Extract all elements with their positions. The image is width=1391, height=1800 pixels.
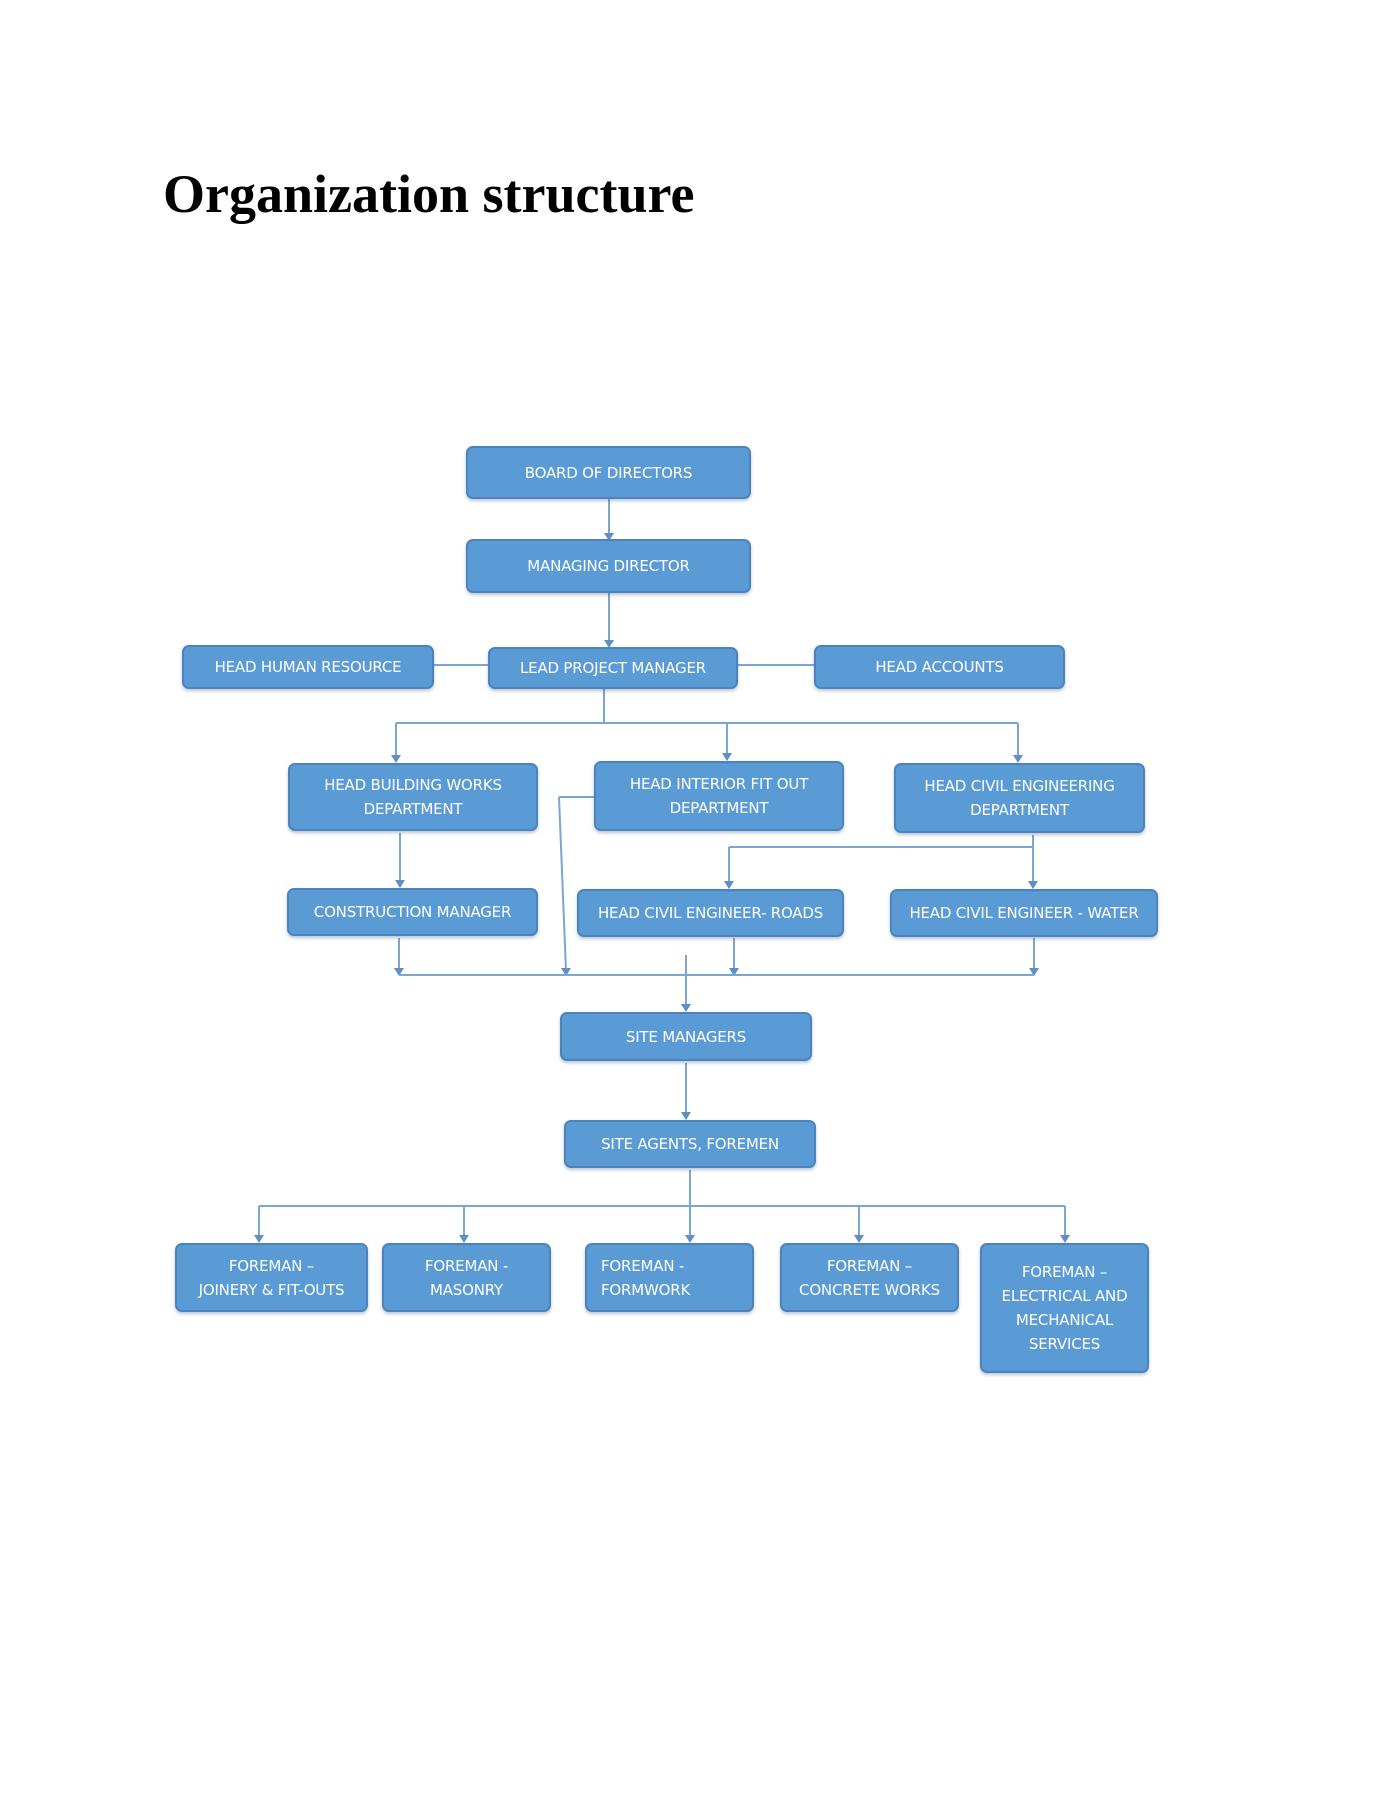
arrow-roads-bus [729, 968, 739, 976]
arrow-to-sm [681, 1004, 691, 1012]
arrow-interior-bus [561, 968, 571, 976]
node-foreman-formwork: FOREMAN - FORMWORK [585, 1243, 754, 1312]
arrow-to-lpm [604, 640, 614, 648]
node-foreman-joinery: FOREMAN – JOINERY & FIT-OUTS [175, 1243, 368, 1312]
arrow-to-water [1028, 881, 1038, 889]
node-board-of-directors: BOARD OF DIRECTORS [466, 446, 751, 499]
node-foreman-masonry: FOREMAN - MASONRY [382, 1243, 551, 1312]
arrow-to-concrete [854, 1235, 864, 1243]
node-head-building-works: HEAD BUILDING WORKS DEPARTMENT [288, 763, 538, 831]
node-foreman-electrical: FOREMAN – ELECTRICAL AND MECHANICAL SERV… [980, 1243, 1149, 1373]
node-lead-project-manager: LEAD PROJECT MANAGER [488, 647, 738, 689]
node-head-interior-fit-out: HEAD INTERIOR FIT OUT DEPARTMENT [594, 761, 844, 831]
node-construction-manager: CONSTRUCTION MANAGER [287, 888, 538, 936]
arrow-cm-bus [394, 968, 404, 976]
node-site-agents-foremen: SITE AGENTS, FOREMEN [564, 1120, 816, 1168]
arrow-water-bus [1029, 968, 1039, 976]
arrow-to-joinery [254, 1235, 264, 1243]
arrow-to-sa [681, 1112, 691, 1120]
page-title: Organization structure [163, 164, 695, 224]
node-head-civil-engineer-water: HEAD CIVIL ENGINEER - WATER [890, 889, 1158, 937]
arrow-to-roads [724, 881, 734, 889]
arrow-to-formwork [685, 1235, 695, 1243]
node-foreman-concrete: FOREMAN – CONCRETE WORKS [780, 1243, 959, 1312]
arrow-to-masonry [459, 1235, 469, 1243]
node-head-civil-engineer-roads: HEAD CIVIL ENGINEER- ROADS [577, 889, 844, 937]
node-head-civil-engineering: HEAD CIVIL ENGINEERING DEPARTMENT [894, 763, 1145, 833]
node-managing-director: MANAGING DIRECTOR [466, 539, 751, 593]
arrow-to-md [604, 533, 614, 541]
node-head-accounts: HEAD ACCOUNTS [814, 645, 1065, 689]
arrow-to-cm [395, 880, 405, 888]
connector-interior-down [558, 796, 567, 972]
arrow-to-electrical [1060, 1235, 1070, 1243]
node-site-managers: SITE MANAGERS [560, 1012, 812, 1061]
arrow-to-interior [722, 753, 732, 761]
node-head-human-resource: HEAD HUMAN RESOURCE [182, 645, 434, 689]
arrow-to-civil [1013, 755, 1023, 763]
arrow-to-building [391, 755, 401, 763]
